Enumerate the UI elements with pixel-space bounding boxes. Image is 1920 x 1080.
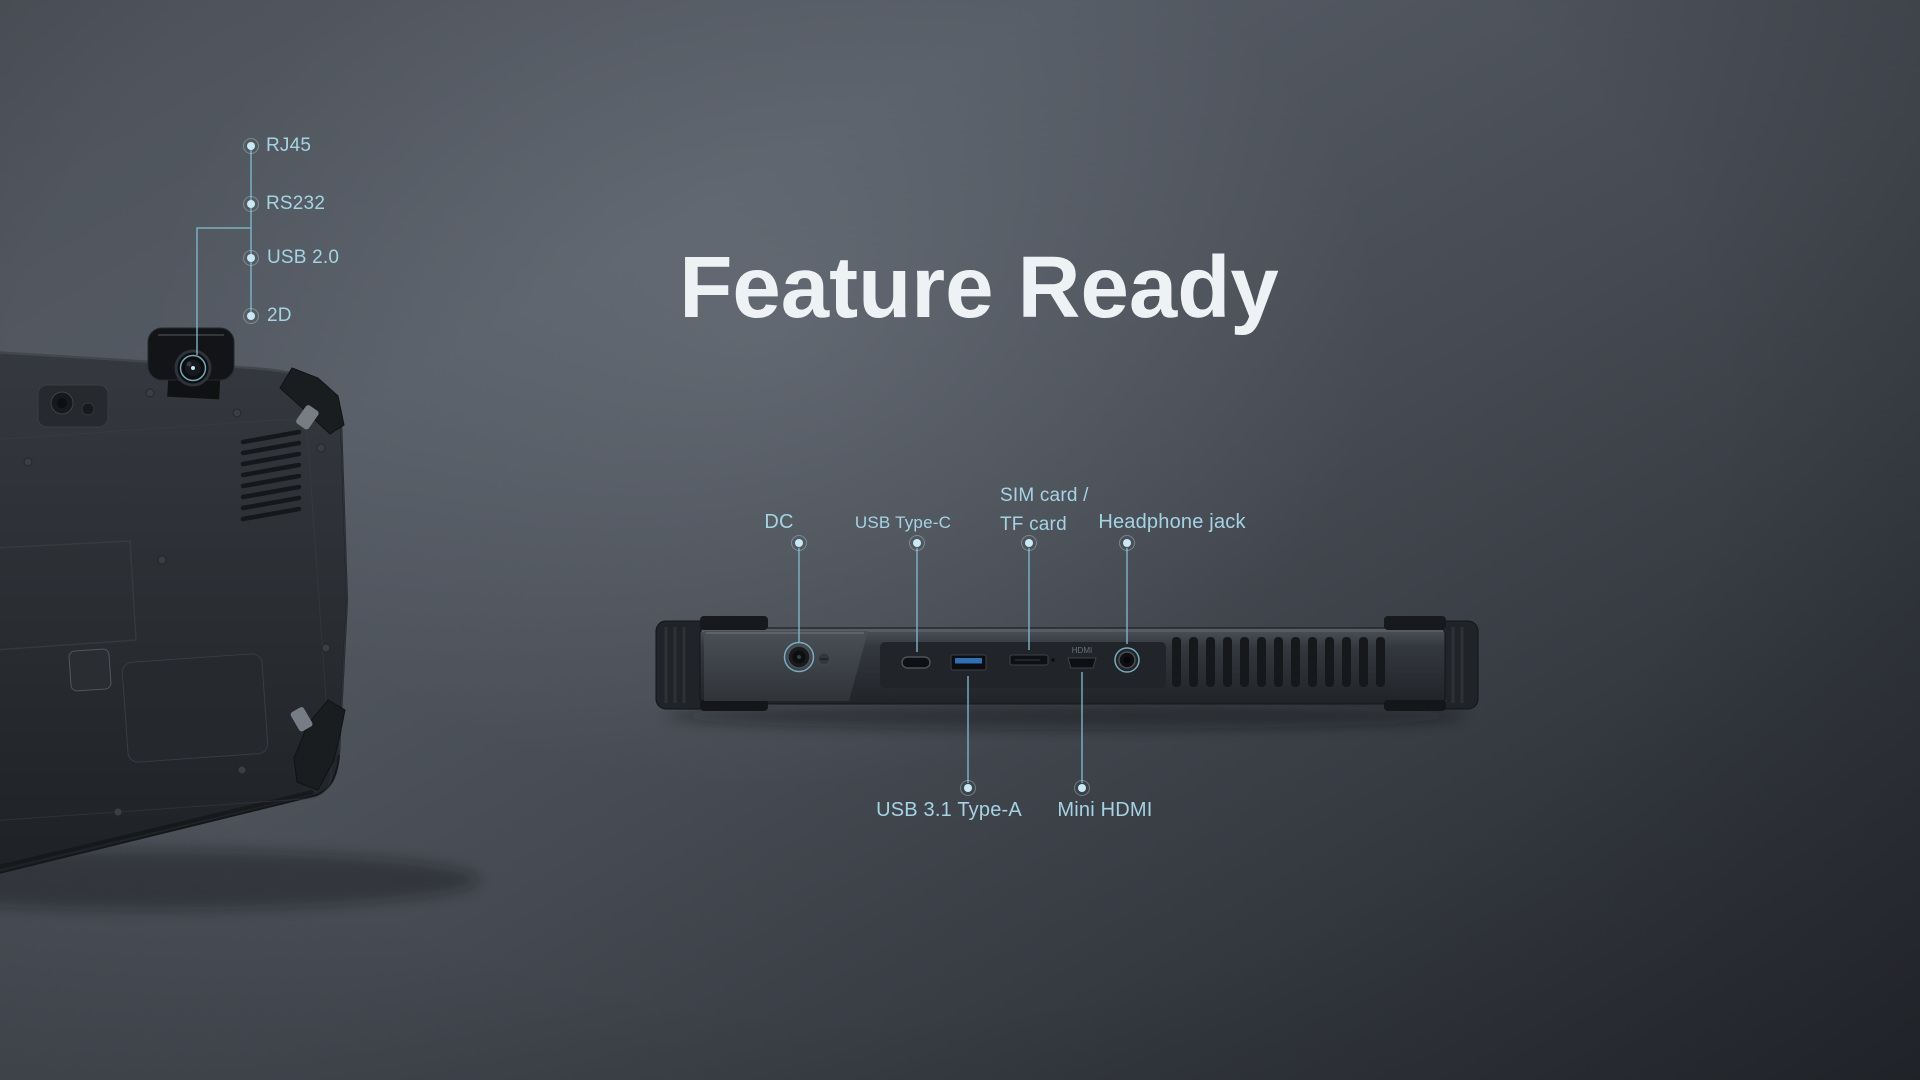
dc-dot	[795, 539, 803, 547]
kickstand-block	[704, 631, 868, 701]
hdmi-marking: HDMI	[1072, 646, 1092, 655]
left-bumper-ridges	[664, 627, 686, 703]
back-cover-seam	[0, 419, 332, 821]
2d-dot-ring	[243, 308, 259, 324]
callout-label-rs232: RS232	[266, 193, 326, 214]
rear-vent-grille	[240, 429, 302, 522]
usb-c-port	[901, 656, 931, 669]
mini-hdmi-port	[1067, 657, 1097, 669]
usbc-dot	[913, 539, 921, 547]
rear-access-panel	[121, 653, 269, 763]
bottom-corner-guard-left	[700, 700, 768, 711]
dc-port-pin	[797, 655, 801, 659]
headphone-jack-hole	[1123, 656, 1131, 664]
2d-dot	[247, 312, 255, 320]
sim-dot-ring	[1021, 535, 1037, 551]
top-corner-guard-right	[1384, 616, 1446, 630]
usb20-dot-ring	[243, 250, 259, 266]
callout-label-mini-hdmi: Mini HDMI	[1057, 799, 1153, 821]
headphone-callout-ring	[1114, 647, 1140, 673]
rj45-dot	[247, 142, 255, 150]
usba-dot	[964, 784, 972, 792]
tablet-bottom-edge-image: HDMI	[655, 616, 1479, 729]
callout-label-usb-type-c: USB Type-C	[854, 513, 952, 532]
tablet-rear-shadow	[0, 850, 480, 910]
camera-callout-ring	[179, 354, 207, 382]
bottom-callout-dots	[791, 535, 1135, 796]
callout-label-headphone-jack: Headphone jack	[1098, 511, 1246, 533]
rear-camera-panel	[37, 384, 109, 428]
panel-seam	[0, 540, 137, 651]
callout-label-2d: 2D	[267, 305, 292, 326]
headphone-dot	[1123, 539, 1131, 547]
tablet-rear-view-image	[0, 327, 480, 910]
hdmi-dot-ring	[1074, 780, 1090, 796]
rs232-dot	[247, 200, 255, 208]
dc-callout-ring	[783, 641, 815, 673]
tablet-rear-bottom-edge	[0, 790, 314, 869]
latch-bottom-right	[290, 707, 313, 732]
top-corner-guard-left	[700, 616, 768, 630]
hdmi-dot	[1078, 784, 1086, 792]
callout-label-sim-tf: SIM card / TF card	[1000, 481, 1089, 539]
rear-callout-lines	[179, 146, 252, 382]
body-top-highlight	[702, 629, 1443, 632]
bottom-corner-guard-right	[1384, 700, 1446, 711]
rear-screws	[23, 388, 331, 817]
rear-square-button	[68, 648, 112, 692]
rear-callout-branch	[196, 227, 251, 355]
usb-a-blue-tongue	[955, 658, 982, 664]
sim-eject-pinhole	[1051, 658, 1055, 662]
latch-top-right	[296, 405, 319, 430]
rear-camera-lens-inner	[57, 398, 67, 408]
rear-camera-flash	[81, 402, 95, 416]
rj45-dot-ring	[243, 138, 259, 154]
page-title: Feature Ready	[679, 239, 1279, 336]
usbc-dot-ring	[909, 535, 925, 551]
camera-callout-dot	[191, 366, 195, 370]
tablet-rear-edge-highlight	[338, 419, 348, 756]
usba-dot-ring	[960, 780, 976, 796]
bottom-edge-shadow	[666, 703, 1466, 729]
callout-label-usb20: USB 2.0	[267, 247, 340, 268]
rs232-dot-ring	[243, 196, 259, 212]
callout-label-rj45: RJ45	[266, 135, 312, 156]
corner-bumper-bottom-right	[293, 699, 346, 791]
sim-dot	[1025, 539, 1033, 547]
camera-lens-glint	[186, 361, 192, 367]
rear-callout-dots	[191, 138, 259, 370]
callout-label-usb31-type-a: USB 3.1 Type-A	[876, 799, 1022, 821]
sim-label-line1: SIM card /	[1000, 485, 1089, 506]
corner-bumper-top-right	[279, 367, 345, 435]
usb20-dot	[247, 254, 255, 262]
bottom-callout-lines	[783, 548, 1140, 783]
side-vent-slots	[1172, 637, 1385, 687]
dc-dot-ring	[791, 535, 807, 551]
callout-label-dc: DC	[764, 511, 794, 533]
headphone-dot-ring	[1119, 535, 1135, 551]
sim-label-line2: TF card	[1000, 514, 1067, 535]
